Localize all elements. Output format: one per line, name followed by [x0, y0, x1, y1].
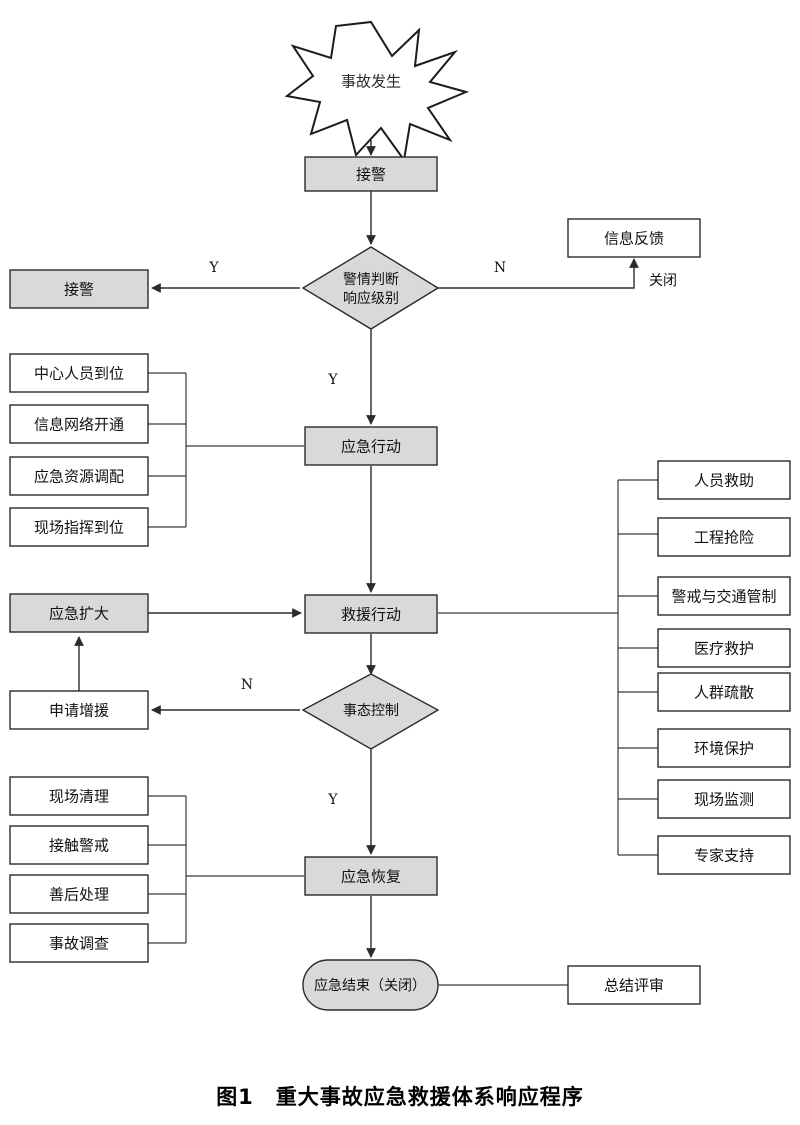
edge-decision-to-info-feedback [438, 258, 639, 289]
decision-level-diamond[interactable] [301, 246, 440, 330]
action-item-box-2[interactable] [9, 456, 149, 496]
action-item-box-0[interactable] [9, 353, 149, 393]
request-reinforcement-box[interactable] [9, 690, 149, 730]
emergency-end-terminator[interactable] [302, 959, 439, 1011]
recovery-item-box-2[interactable] [9, 874, 149, 914]
info-feedback-box[interactable] [567, 218, 701, 258]
incident-label: 事故发生 [341, 73, 401, 91]
incident-burst-shape [284, 20, 470, 163]
recovery-item-label-1: 接触警戒 [49, 837, 109, 855]
recovery-item-box-3[interactable] [9, 923, 149, 963]
edge-label-close: 关闭 [649, 273, 677, 289]
rescue-item-label-5: 环境保护 [694, 740, 754, 758]
rescue-action-box[interactable] [304, 594, 438, 634]
emergency-expand-label: 应急扩大 [49, 605, 109, 623]
recovery-item-box-0[interactable] [9, 776, 149, 816]
action-item-label-2: 应急资源调配 [34, 468, 124, 486]
rescue-item-box-4[interactable] [657, 672, 791, 712]
alarm-left-box[interactable] [9, 269, 149, 309]
recovery-item-box-1[interactable] [9, 825, 149, 865]
action-item-label-0: 中心人员到位 [34, 365, 124, 383]
summary-review-box[interactable] [567, 965, 701, 1005]
alarm-left-label: 接警 [64, 281, 94, 299]
rescue-action-label: 救援行动 [341, 606, 401, 624]
edge-label-action-yes: Y [327, 372, 338, 388]
emergency-action-label: 应急行动 [341, 438, 401, 456]
rescue-item-label-1: 工程抢险 [694, 529, 754, 547]
rescue-item-box-3[interactable] [657, 628, 791, 668]
rescue-item-box-5[interactable] [657, 728, 791, 768]
emergency-action-box[interactable] [304, 426, 438, 466]
rescue-item-label-0: 人员救助 [694, 472, 754, 490]
decision-control-label: 事态控制 [343, 703, 399, 719]
recovery-item-label-0: 现场清理 [49, 788, 109, 806]
rescue-item-box-2[interactable] [657, 576, 791, 616]
alarm-received-label: 接警 [356, 166, 386, 184]
rescue-item-label-7: 专家支持 [694, 847, 754, 865]
edge-label-control-no: N [241, 677, 253, 693]
figure-caption: 图1 重大事故应急救援体系响应程序 [216, 1085, 584, 1109]
rescue-item-label-2: 警戒与交通管制 [671, 588, 776, 606]
recovery-item-label-3: 事故调查 [49, 935, 109, 953]
action-item-box-1[interactable] [9, 404, 149, 444]
action-item-label-1: 信息网络开通 [34, 416, 124, 434]
rescue-item-label-4: 人群疏散 [694, 684, 754, 702]
decision-control-diamond[interactable] [301, 673, 440, 750]
rescue-item-label-6: 现场监测 [694, 791, 754, 809]
edge-label-control-yes: Y [327, 792, 338, 808]
edge-label-level-no: N [494, 260, 506, 276]
edge-label-level-yes: Y [208, 260, 219, 276]
decision-level-label-line1: 警情判断 [343, 272, 399, 288]
rescue-item-label-3: 医疗救护 [694, 640, 754, 658]
emergency-recovery-box[interactable] [304, 856, 438, 896]
rescue-item-box-7[interactable] [657, 835, 791, 875]
rescue-item-box-0[interactable] [657, 460, 791, 500]
rescue-item-box-1[interactable] [657, 517, 791, 557]
recovery-item-label-2: 善后处理 [49, 886, 109, 904]
emergency-recovery-label: 应急恢复 [341, 868, 401, 886]
emergency-expand-box[interactable] [9, 593, 149, 633]
action-item-label-3: 现场指挥到位 [34, 519, 124, 537]
rescue-item-box-6[interactable] [657, 779, 791, 819]
action-item-box-3[interactable] [9, 507, 149, 547]
emergency-end-label: 应急结束（关闭） [314, 977, 426, 994]
request-reinforcement-label: 申请增援 [49, 702, 109, 720]
decision-level-label-line2: 响应级别 [343, 290, 399, 307]
info-feedback-label: 信息反馈 [604, 230, 664, 248]
alarm-received-box[interactable] [304, 156, 438, 192]
summary-review-label: 总结评审 [604, 977, 664, 995]
